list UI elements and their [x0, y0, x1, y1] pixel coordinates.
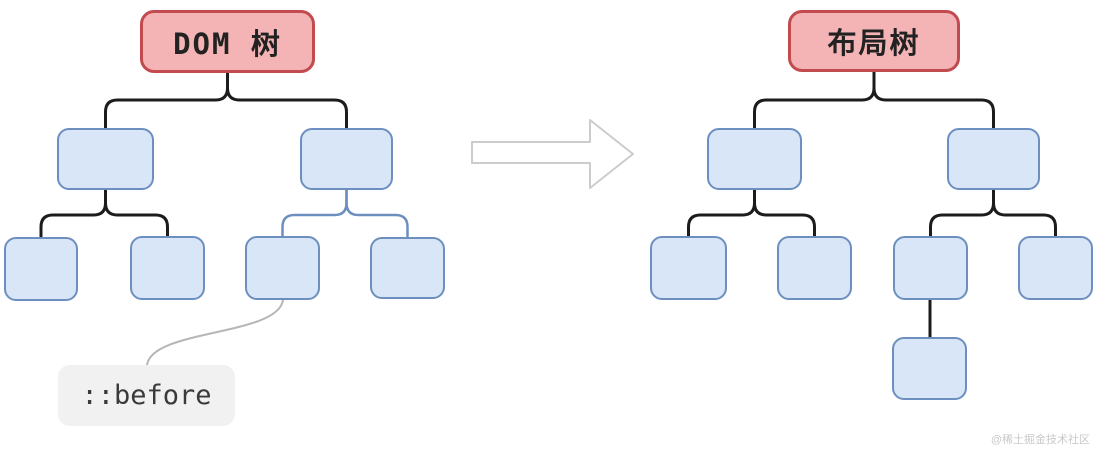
connector-before-annotation-curve [146, 299, 284, 366]
connector-right-root-to-child1 [753, 70, 876, 130]
layout-tree-root: 布局树 [788, 10, 960, 72]
layout-tree-leaf-4 [1018, 236, 1093, 300]
layout-tree-leaf-1 [650, 236, 727, 300]
connector-left-child2-to-leaf4-blue [345, 188, 409, 239]
connector-left-child2-to-leaf3-blue [281, 188, 348, 238]
connector-right-child1-to-leaf1 [687, 188, 756, 238]
connector-right-child2-to-leaf3 [929, 188, 995, 238]
layout-tree-extra-node [892, 337, 967, 400]
layout-tree-leaf-2 [777, 236, 852, 300]
layout-tree-title: 布局树 [827, 26, 921, 60]
dom-tree-leaf-3 [245, 236, 320, 300]
connector-left-root-to-child1 [104, 71, 229, 130]
transform-arrow [471, 119, 634, 189]
dom-tree-child-2 [300, 128, 393, 190]
dom-tree-title: DOM 树 [173, 26, 282, 61]
connector-left-root-to-child2 [226, 71, 348, 130]
layout-tree-leaf-3 [893, 236, 968, 300]
before-pseudo-element-label: ::before [58, 365, 235, 426]
before-pseudo-element-text: ::before [81, 380, 212, 411]
connector-right-child2-to-leaf4 [992, 188, 1057, 238]
connector-left-child1-to-leaf1 [39, 188, 107, 239]
dom-tree-root: DOM 树 [140, 10, 315, 73]
layout-tree-child-2 [947, 128, 1040, 190]
connector-right-child1-to-leaf2 [753, 188, 816, 238]
connector-right-root-to-child2 [872, 70, 995, 130]
watermark: @稀土掘金技术社区 [990, 434, 1090, 446]
connector-left-child1-to-leaf2 [104, 188, 169, 238]
dom-tree-child-1 [57, 128, 154, 190]
dom-tree-leaf-1 [4, 237, 78, 301]
layout-tree-child-1 [707, 128, 802, 190]
dom-tree-leaf-4 [370, 237, 445, 299]
dom-tree-leaf-2 [130, 236, 205, 300]
